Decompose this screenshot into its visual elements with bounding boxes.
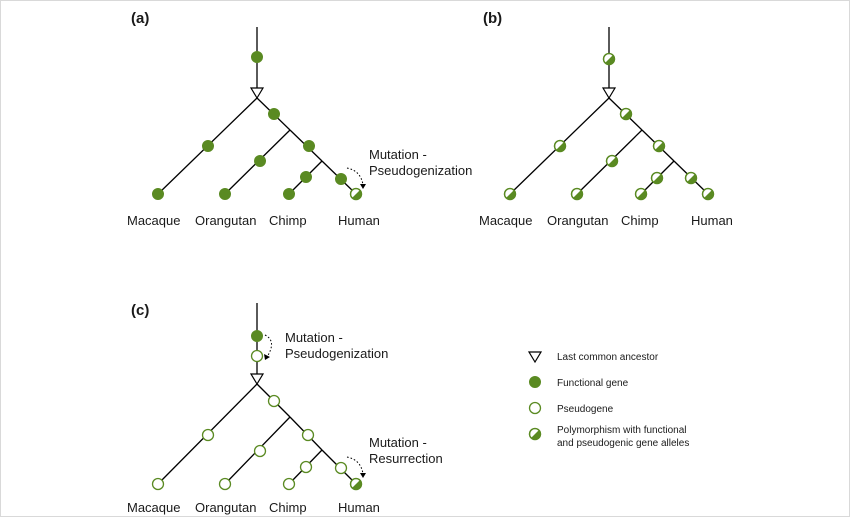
panel-a-taxon-macaque: Macaque xyxy=(127,213,180,228)
panel-c-resurrection-arrow xyxy=(346,456,364,475)
panel-a: (a) Mutation - Pseudogenization Macaque … xyxy=(127,10,472,228)
panel-a-marker-orangutan xyxy=(219,188,231,200)
panel-b-taxon-chimp: Chimp xyxy=(621,213,659,228)
panel-b-marker-orangutan xyxy=(570,187,584,201)
panel-c-ancestor-marker xyxy=(249,373,265,386)
legend-pseudogene-icon xyxy=(528,401,542,415)
panel-a-taxon-chimp: Chimp xyxy=(269,213,307,228)
panel-a-marker-n1 xyxy=(268,108,280,120)
legend-functional-icon xyxy=(529,376,541,388)
panel-a-ancestor-marker xyxy=(249,87,265,100)
panel-c-taxon-macaque: Macaque xyxy=(127,500,180,515)
panel-c-resurrection-arrowhead xyxy=(360,473,366,478)
panel-c-taxon-orangutan: Orangutan xyxy=(195,500,256,515)
panel-a-marker-human xyxy=(349,187,363,201)
panel-c-taxon-chimp: Chimp xyxy=(269,500,307,515)
legend-label-polymorphism-line1: Polymorphism with functional xyxy=(557,425,687,436)
panel-a-marker-orangutan-branch xyxy=(254,155,266,167)
panel-b-marker-macaque xyxy=(503,187,517,201)
panel-c-marker-n1 xyxy=(267,394,281,408)
panel-a-marker-chimp xyxy=(283,188,295,200)
panel-c-annotation-top-line1: Mutation - xyxy=(285,330,343,345)
panel-c-annotation-bottom-line2: Resurrection xyxy=(369,451,443,466)
panel-b-label: (b) xyxy=(483,10,502,27)
panel-a-annotation-line1: Mutation - xyxy=(369,147,427,162)
panel-c-pseudogenization-arrowhead xyxy=(264,354,270,360)
panel-a-mutation-arrowhead xyxy=(360,184,366,189)
panel-c-marker-human-branch xyxy=(334,461,348,475)
panel-b-marker-root xyxy=(602,52,616,66)
legend-label-functional: Functional gene xyxy=(557,378,629,389)
panel-a-label: (a) xyxy=(131,10,149,27)
panel-c-marker-n2 xyxy=(301,428,315,442)
panel-b-taxon-macaque: Macaque xyxy=(479,213,532,228)
panel-c-pseudogenization-arrow xyxy=(264,334,272,358)
legend-label-pseudogene: Pseudogene xyxy=(557,404,614,415)
panel-c-taxon-human: Human xyxy=(338,500,380,515)
panel-b: (b) Macaque Orangutan Chimp Human xyxy=(479,10,733,228)
panel-b-marker-macaque-branch xyxy=(553,139,567,153)
panel-c-marker-chimp-branch xyxy=(299,460,313,474)
panel-b-marker-chimp-branch xyxy=(650,171,664,185)
legend: Last common ancestor Functional gene Pse… xyxy=(527,351,689,449)
panel-c-annotation-bottom-line1: Mutation - xyxy=(369,435,427,450)
legend-label-polymorphism-line2: and pseudogenic gene alleles xyxy=(557,438,689,449)
panel-c: (c) Mutation - Pseudogenization Mutation… xyxy=(127,302,443,515)
panel-c-marker-root-top xyxy=(251,330,263,342)
panel-c-marker-macaque-branch xyxy=(201,428,215,442)
panel-b-marker-human xyxy=(701,187,715,201)
panel-a-marker-root xyxy=(251,51,263,63)
panel-a-mutation-arrow xyxy=(346,167,364,186)
panel-b-ancestor-marker xyxy=(601,87,617,100)
legend-polymorphism-icon xyxy=(528,427,542,441)
panel-a-marker-human-branch xyxy=(335,173,347,185)
panel-a-taxon-orangutan: Orangutan xyxy=(195,213,256,228)
panel-c-marker-human xyxy=(349,477,363,491)
panel-b-marker-human-branch xyxy=(684,171,698,185)
panel-b-taxon-human: Human xyxy=(691,213,733,228)
panel-c-marker-chimp xyxy=(282,477,296,491)
panel-c-marker-orangutan xyxy=(218,477,232,491)
panel-c-marker-macaque xyxy=(151,477,165,491)
panel-b-taxon-orangutan: Orangutan xyxy=(547,213,608,228)
panel-c-label: (c) xyxy=(131,302,149,319)
panel-a-marker-chimp-branch xyxy=(300,171,312,183)
legend-label-ancestor: Last common ancestor xyxy=(557,352,659,363)
panel-a-marker-macaque-branch xyxy=(202,140,214,152)
panel-a-taxon-human: Human xyxy=(338,213,380,228)
panel-c-annotation-top-line2: Pseudogenization xyxy=(285,346,388,361)
panel-a-marker-n2 xyxy=(303,140,315,152)
panel-a-annotation-line2: Pseudogenization xyxy=(369,163,472,178)
panel-b-marker-n2 xyxy=(652,139,666,153)
panel-b-marker-orangutan-branch xyxy=(605,154,619,168)
panel-b-marker-chimp xyxy=(634,187,648,201)
panel-b-marker-n1 xyxy=(619,107,633,121)
panel-c-marker-root xyxy=(250,349,264,363)
panel-a-marker-macaque xyxy=(152,188,164,200)
legend-ancestor-icon xyxy=(527,351,543,364)
panel-c-marker-orangutan-branch xyxy=(253,444,267,458)
